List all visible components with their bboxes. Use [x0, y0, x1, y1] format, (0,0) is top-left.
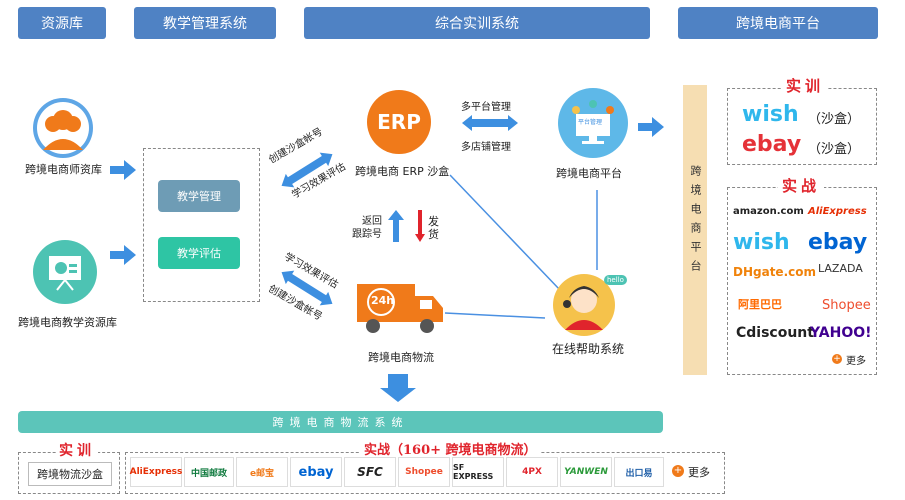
- bottom-real-title: 实战（160+ 跨境电商物流）: [360, 439, 541, 458]
- return-tracking-label: 返回 跟踪号: [352, 216, 382, 240]
- logistics-logo[interactable]: 出口易: [614, 457, 664, 487]
- double-arrow-icon: [462, 115, 518, 131]
- ebay-logo[interactable]: ebay: [742, 132, 802, 157]
- hello-bubble: hello: [604, 275, 627, 285]
- arrow-up-icon: [388, 210, 404, 242]
- ship-label: 发 货: [428, 215, 439, 241]
- header-training[interactable]: 综合实训系统: [304, 7, 650, 39]
- logistics-help-line: [444, 312, 546, 319]
- logistics-logo[interactable]: SF EXPRESS: [452, 457, 504, 487]
- wish-logo[interactable]: wish: [742, 102, 799, 127]
- shopee-logo[interactable]: Shopee: [822, 298, 871, 313]
- logistics-logo[interactable]: 4PX: [506, 457, 558, 487]
- help-label: 在线帮助系统: [552, 342, 625, 356]
- dhgate-logo[interactable]: DHgate.com: [733, 265, 816, 279]
- logistics-logo[interactable]: AliExpress: [130, 457, 182, 487]
- multi-store-label: 多店铺管理: [461, 142, 511, 153]
- header-teaching-mgmt[interactable]: 教学管理系统: [134, 7, 276, 39]
- arrow-right-icon: [110, 160, 136, 180]
- teacher-resource-label: 跨境电商师资库: [25, 163, 102, 176]
- practice-title: 实训: [782, 75, 829, 96]
- edu-resource-icon: [33, 240, 97, 304]
- truck-24h-text: 24h: [371, 294, 395, 307]
- teacher-resource-icon: [33, 98, 93, 158]
- truck-icon: [357, 280, 445, 335]
- header-resources[interactable]: 资源库: [18, 7, 106, 39]
- erp-icon: ERP: [367, 90, 431, 154]
- logistics-logo[interactable]: Shopee: [398, 457, 450, 487]
- platform-screen-label: 平台管理: [578, 119, 603, 126]
- double-arrow-icon: [281, 270, 333, 306]
- real-title: 实战: [778, 175, 825, 196]
- logistics-logo[interactable]: YANWEN: [560, 457, 612, 487]
- more-link[interactable]: 更多: [846, 356, 866, 367]
- ebay-logo-real[interactable]: ebay: [808, 230, 868, 255]
- wish-logo-real[interactable]: wish: [733, 230, 790, 255]
- logistics-logo[interactable]: e邮宝: [236, 457, 288, 487]
- arrow-down-icon: [415, 210, 425, 242]
- logistics-label: 跨境电商物流: [368, 351, 434, 364]
- yahoo-logo[interactable]: YAHOO!: [810, 325, 872, 341]
- bottom-more-link[interactable]: 更多: [688, 466, 710, 479]
- logistics-logo[interactable]: SFC: [344, 457, 396, 487]
- arrow-down-icon: [380, 374, 416, 402]
- platform-icon: [558, 88, 628, 158]
- alibaba-logo[interactable]: 阿里巴巴: [738, 298, 782, 311]
- cdiscount-logo[interactable]: Cdiscount: [736, 325, 814, 341]
- ebay-sandbox-label: （沙盒）: [808, 142, 861, 157]
- wish-sandbox-label: （沙盒）: [808, 112, 861, 127]
- erp-label: 跨境电商 ERP 沙盒: [355, 165, 450, 178]
- double-arrow-icon: [281, 152, 333, 188]
- arrow-right-icon: [110, 245, 136, 265]
- erp-help-line: [449, 174, 561, 291]
- teach-manage-button[interactable]: 教学管理: [158, 180, 240, 212]
- amazon-logo[interactable]: amazon.com: [733, 206, 804, 217]
- bottom-practice-title: 实训: [56, 440, 98, 460]
- logistics-sandbox-button[interactable]: 跨境物流沙盒: [28, 462, 112, 486]
- platform-sidebar-text: 跨境电商平台: [689, 165, 702, 279]
- aliexpress-logo[interactable]: AliExpress: [808, 206, 867, 217]
- more-icon: +: [832, 354, 842, 364]
- platform-label: 跨境电商平台: [556, 167, 622, 180]
- multi-platform-label: 多平台管理: [461, 102, 511, 113]
- teaching-mgmt-box: [143, 148, 260, 302]
- help-icon: [553, 274, 615, 336]
- logistics-system-bar[interactable]: 跨境电商物流系统: [18, 411, 663, 433]
- edu-resource-label: 跨境电商教学资源库: [18, 316, 117, 329]
- lazada-logo[interactable]: LAZADA: [818, 262, 863, 275]
- more-icon: +: [672, 465, 684, 477]
- header-platform[interactable]: 跨境电商平台: [678, 7, 878, 39]
- arrow-right-icon: [638, 117, 664, 137]
- platform-sidebar: [683, 85, 707, 375]
- teach-eval-button[interactable]: 教学评估: [158, 237, 240, 269]
- logistics-logo[interactable]: ebay: [290, 457, 342, 487]
- logistics-logo[interactable]: 中国邮政: [184, 457, 234, 487]
